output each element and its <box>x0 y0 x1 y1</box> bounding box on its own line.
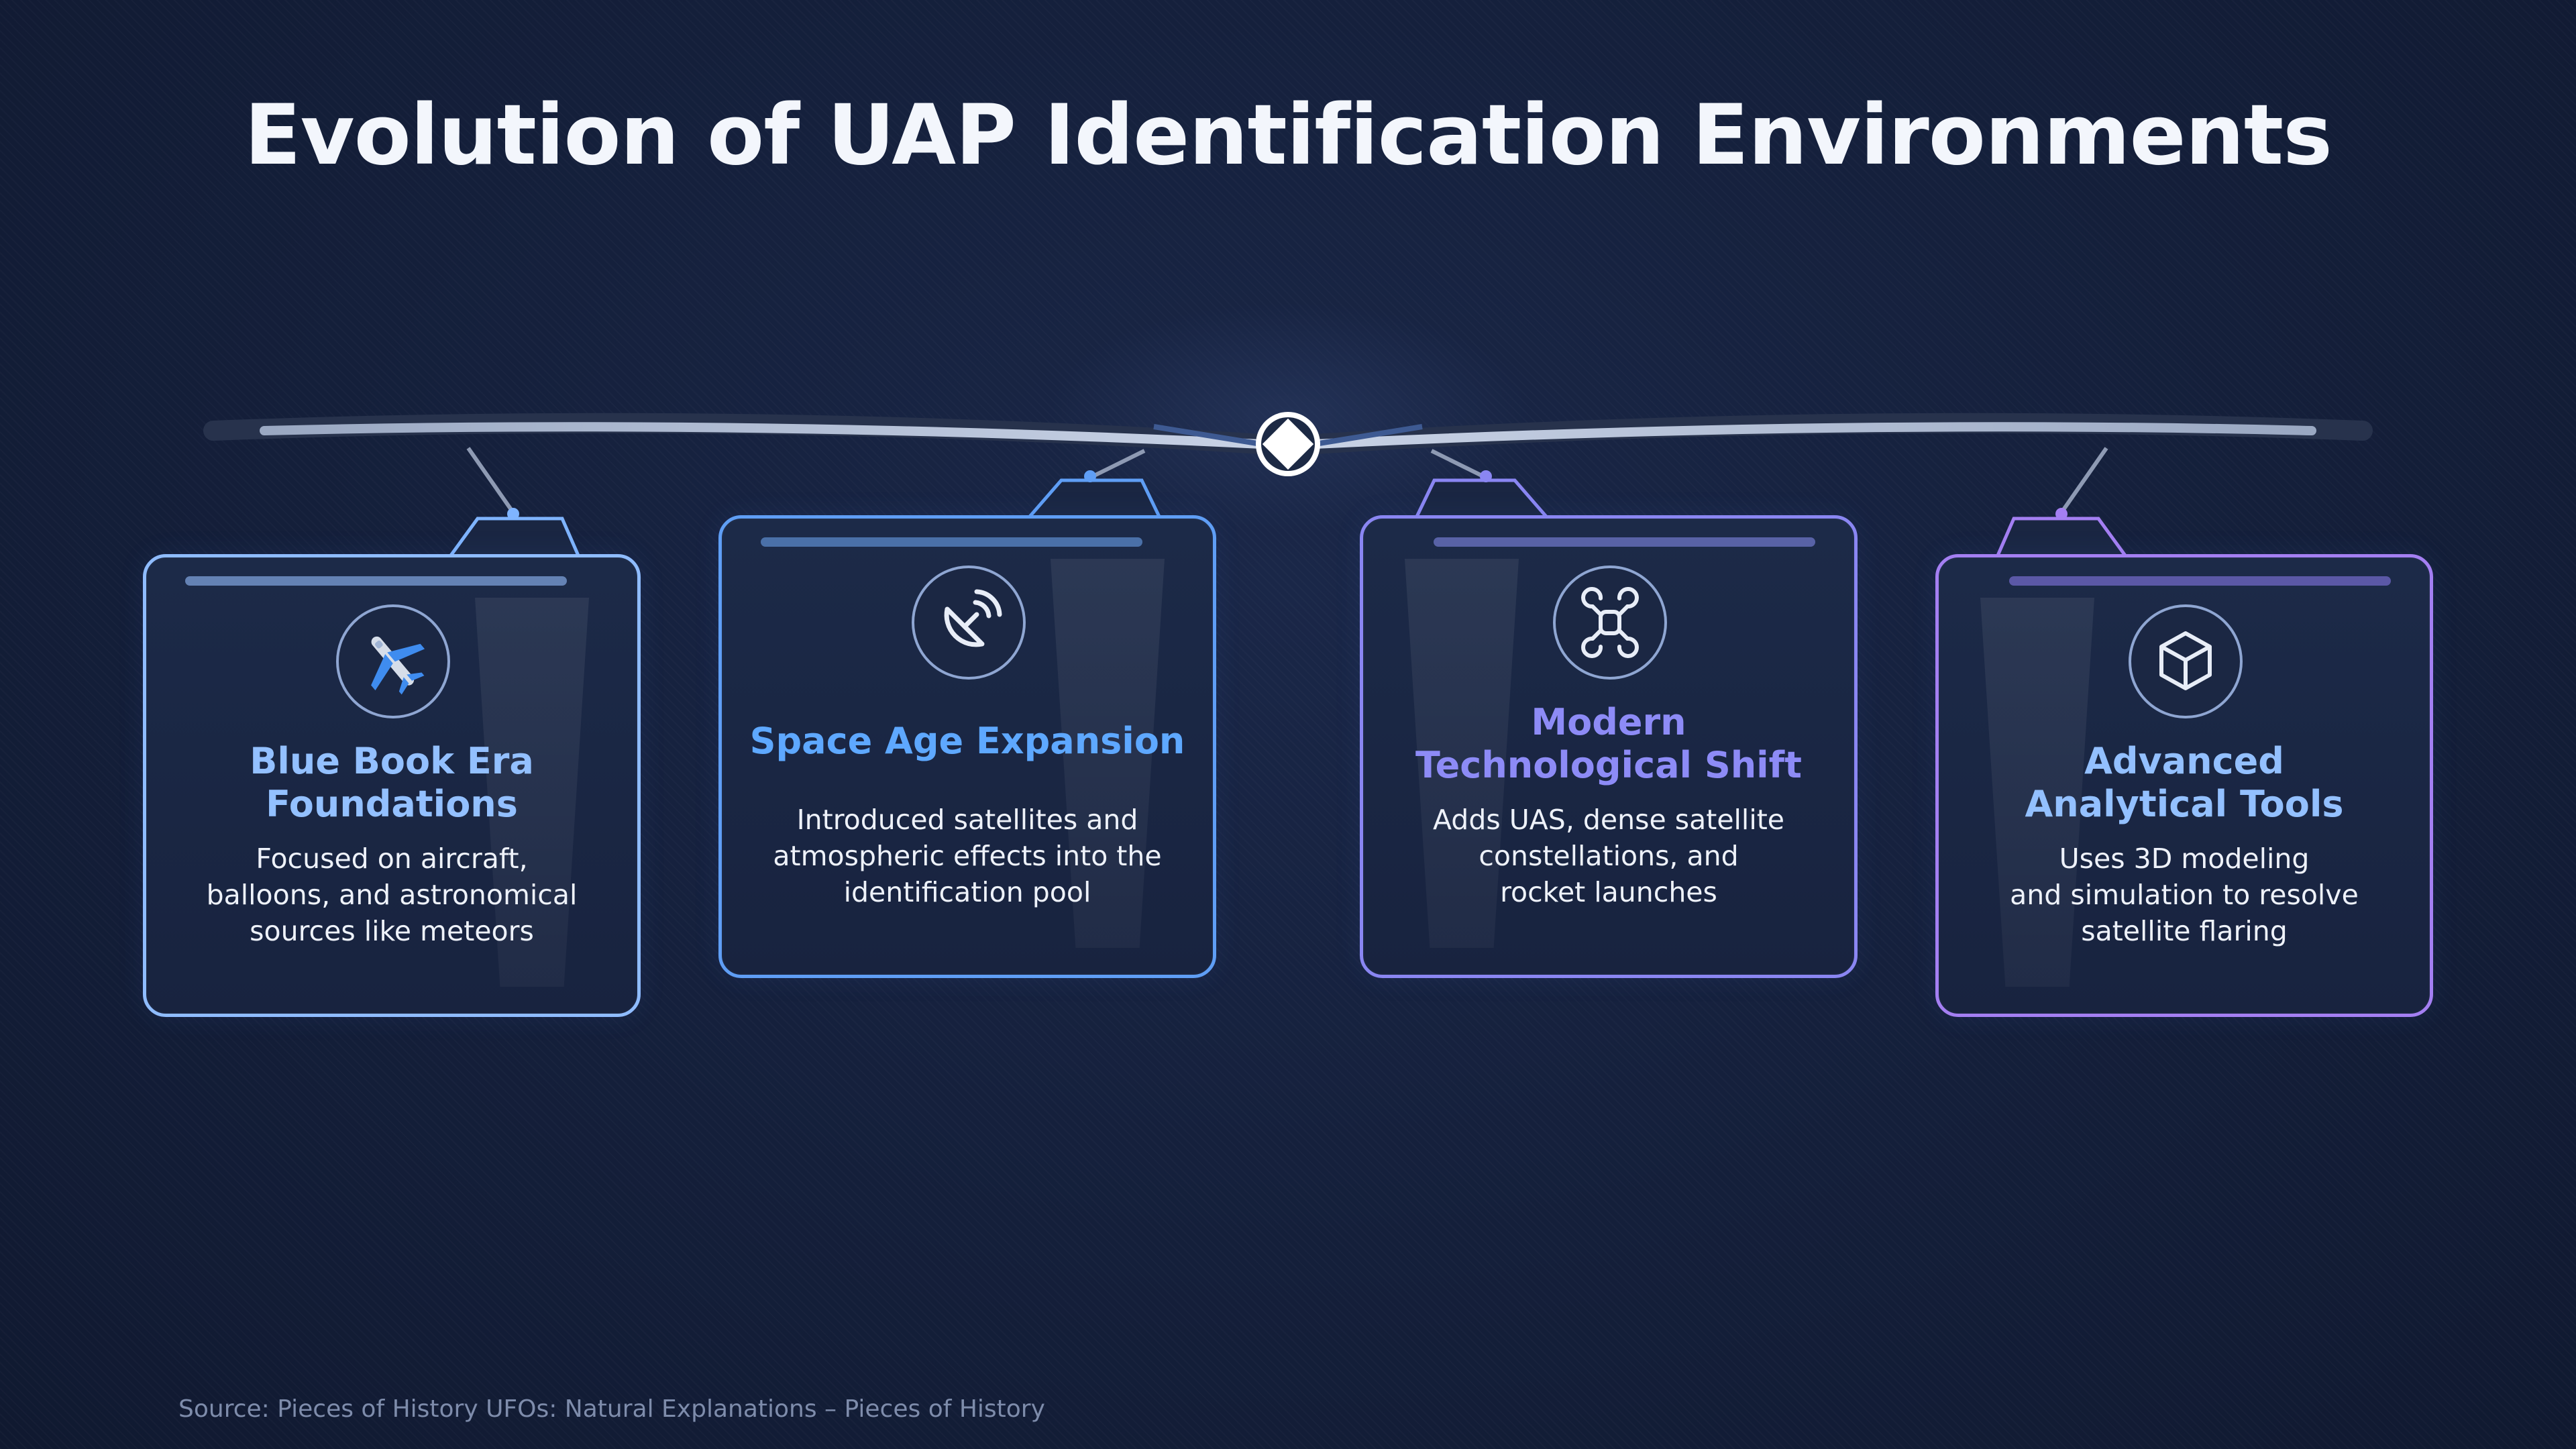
cube-icon <box>2159 631 2212 690</box>
card-icon-badge <box>1553 566 1667 680</box>
drone-icon <box>1581 587 1639 658</box>
airplane-icon <box>371 636 425 695</box>
card-advanced-analytical-tools: Advanced Analytical Tools Uses 3D modeli… <box>1935 554 2433 1017</box>
hub-node <box>1256 412 1320 476</box>
card-modern-technological-shift: Modern Technological Shift Adds UAS, den… <box>1360 515 1858 978</box>
card-top-bar <box>761 537 1142 547</box>
card-blue-book-era: Blue Book Era Foundations Focused on air… <box>143 554 641 1017</box>
card-description: Uses 3D modeling and simulation to resol… <box>2010 843 2359 947</box>
card-top-bar <box>1434 537 1815 547</box>
card-4-hanger <box>1996 517 2127 557</box>
page-title: Evolution of UAP Identification Environm… <box>244 87 2332 184</box>
satellite-dish-icon <box>944 589 1002 647</box>
source-citation: Source: Pieces of History UFOs: Natural … <box>178 1395 1045 1423</box>
card-title: Space Age Expansion <box>749 720 1185 762</box>
card-3-hanger <box>1415 478 1548 518</box>
card-description: Focused on aircraft, balloons, and astro… <box>206 843 578 947</box>
card-top-bar <box>2009 576 2391 586</box>
card-icon-badge <box>2129 604 2243 718</box>
card-top-bar <box>185 576 567 586</box>
card-2-hanger <box>1028 478 1161 518</box>
card-description: Adds UAS, dense satellite constellations… <box>1432 804 1785 908</box>
card-description: Introduced satellites and atmospheric ef… <box>773 804 1162 908</box>
card-title: Modern Technological Shift <box>1415 701 1802 786</box>
card-space-age-expansion: Space Age Expansion Introduced satellite… <box>718 515 1216 978</box>
card-title: Blue Book Era Foundations <box>250 740 534 825</box>
card-icon-badge <box>912 566 1026 680</box>
card-icon-badge <box>336 604 450 718</box>
card-1-hanger <box>449 517 580 557</box>
card-title: Advanced Analytical Tools <box>2025 740 2344 825</box>
